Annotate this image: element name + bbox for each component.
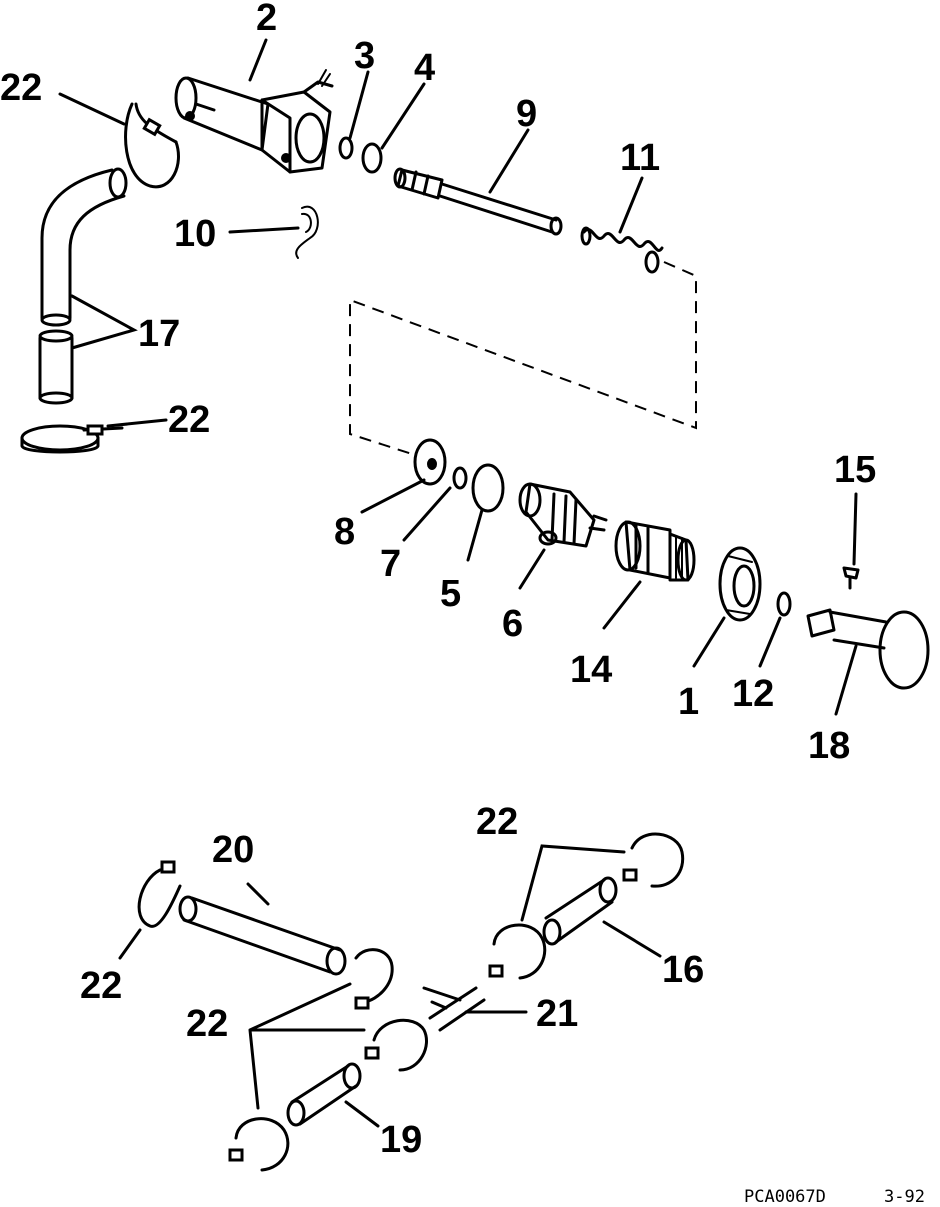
- callout-8: 8: [334, 511, 355, 553]
- callout-6: 6: [502, 603, 523, 645]
- callout-11: 11: [620, 137, 660, 179]
- callout-14: 14: [570, 649, 612, 691]
- part-9-plunger: [393, 167, 563, 236]
- part-7-o-ring: [452, 466, 468, 490]
- part-21-tee-fitting: [422, 986, 486, 1032]
- callout-12: 12: [732, 673, 774, 715]
- callout-22: 22: [168, 399, 210, 441]
- callout-20: 20: [212, 829, 254, 871]
- callout-5: 5: [440, 573, 461, 615]
- part-1-diaphragm: [718, 546, 762, 622]
- part-17-hose: [38, 167, 128, 405]
- callout-22: 22: [186, 1003, 228, 1045]
- callout-1: 1: [678, 681, 699, 723]
- part-22-clamp-left: [20, 424, 124, 454]
- assembly-dashed-line: [349, 261, 697, 455]
- part-4-o-ring: [361, 142, 383, 174]
- part-2-pump-body: [174, 69, 334, 174]
- part-11-spring: [580, 226, 664, 274]
- part-22-clamp-lower-6: [622, 832, 685, 888]
- figure-code: PCA0067D: [744, 1187, 826, 1207]
- callout-17: 17: [138, 313, 180, 355]
- part-22-clamp-lower-1: [137, 860, 182, 928]
- callout-7: 7: [380, 543, 401, 585]
- part-6-fitting: [518, 482, 608, 548]
- callout-22: 22: [476, 801, 518, 843]
- part-14-valve-housing: [614, 520, 696, 582]
- callout-15: 15: [834, 449, 876, 491]
- part-20-hose: [178, 895, 347, 976]
- part-22-clamp-top: [124, 102, 180, 189]
- part-22-clamp-lower-2: [354, 948, 394, 1010]
- part-8-washer: [413, 438, 447, 486]
- part-15-screw: [842, 566, 860, 590]
- part-22-clamp-lower-3: [364, 1018, 428, 1072]
- callout-22: 22: [80, 965, 122, 1007]
- callout-18: 18: [808, 725, 850, 767]
- part-10-retaining-clip: [295, 205, 319, 259]
- callout-9: 9: [516, 93, 537, 135]
- part-22-clamp-lower-4: [228, 1117, 290, 1172]
- callout-4: 4: [414, 47, 435, 89]
- part-12-o-ring: [776, 591, 792, 617]
- part-19-hose: [286, 1062, 362, 1127]
- callout-2: 2: [256, 0, 277, 39]
- part-5-large-o-ring: [471, 463, 505, 513]
- callout-22: 22: [0, 67, 42, 109]
- callout-10: 10: [174, 213, 216, 255]
- callout-21: 21: [536, 993, 578, 1035]
- leader-lines: [58, 38, 858, 1128]
- callout-labels: 2 3 4 22 9 11 10 17 22 15 8 7 5 6 14 1 1…: [0, 0, 876, 1161]
- part-16-hose: [542, 876, 618, 946]
- part-22-clamp-lower-5: [488, 923, 547, 980]
- callout-3: 3: [354, 35, 375, 77]
- callout-16: 16: [662, 949, 704, 991]
- part-18-primer-knob: [806, 608, 930, 690]
- page-number: 3-92: [884, 1187, 925, 1207]
- callout-19: 19: [380, 1119, 422, 1161]
- part-3-small-seal: [338, 136, 354, 160]
